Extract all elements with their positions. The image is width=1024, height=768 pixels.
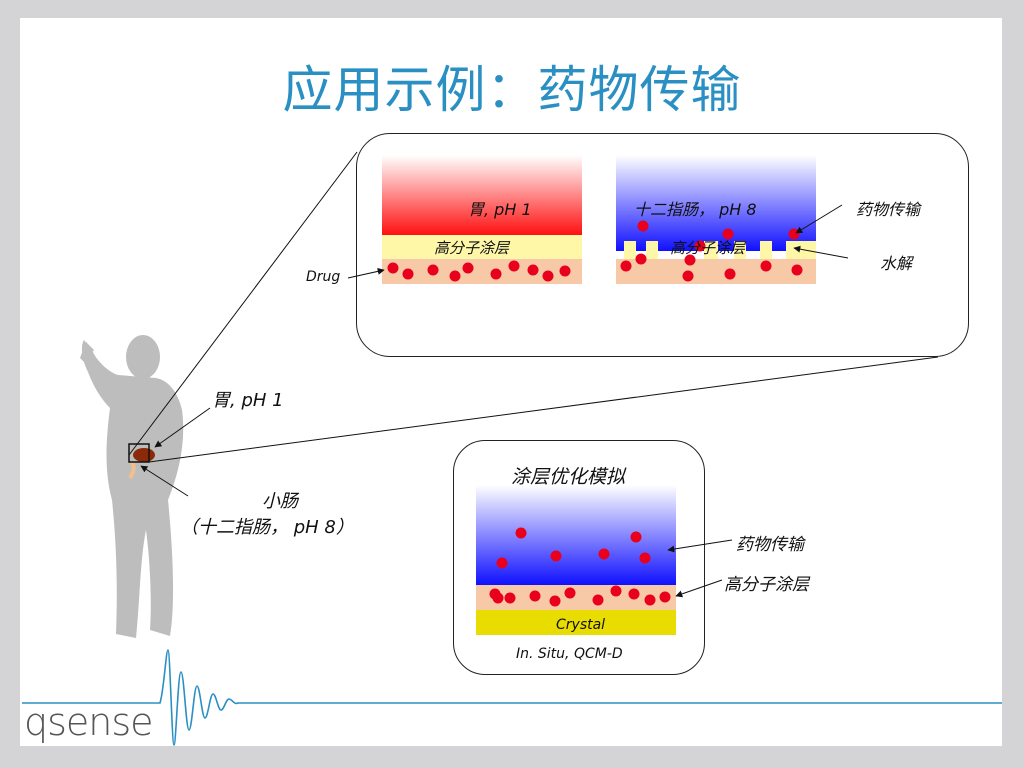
stomach-coating-layer bbox=[382, 235, 582, 259]
body-intestine-label-line1: 小肠 bbox=[262, 491, 298, 512]
drug-label: Drug bbox=[306, 269, 341, 285]
body-intestine-label-line2: （十二指肠， pH 8） bbox=[180, 517, 354, 538]
drug-particle bbox=[659, 591, 671, 603]
person-silhouette bbox=[80, 335, 184, 638]
drug-particle bbox=[639, 552, 651, 564]
arrow-stomach bbox=[154, 407, 211, 448]
drug-particle bbox=[682, 270, 694, 282]
stomach-acid-layer bbox=[382, 155, 582, 235]
drug-particle bbox=[492, 592, 504, 604]
drug-particle bbox=[788, 228, 800, 240]
crystal-layer bbox=[476, 610, 676, 635]
simulation-coating-label: 高分子涂层 bbox=[724, 575, 809, 595]
drug-particle bbox=[462, 262, 474, 274]
hydrolysis-label: 水解 bbox=[880, 254, 913, 273]
qsense-logo-text: qsense bbox=[24, 700, 154, 744]
simulation-drug-dots bbox=[489, 527, 671, 607]
drug-particle bbox=[490, 268, 502, 280]
drug-delivery-label-bottom: 药物传输 bbox=[736, 535, 804, 555]
drug-particle bbox=[635, 253, 647, 265]
drug-particle bbox=[529, 590, 541, 602]
drug-particle bbox=[504, 592, 516, 604]
slide-title: 应用示例：药物传输 bbox=[282, 61, 742, 119]
stomach-coating-label: 高分子涂层 bbox=[434, 239, 510, 257]
drug-particle bbox=[637, 220, 649, 232]
drug-delivery-label-top: 药物传输 bbox=[856, 200, 921, 219]
top-zoom-panel bbox=[356, 133, 969, 357]
drug-particle bbox=[427, 264, 439, 276]
drug-particle bbox=[724, 268, 736, 280]
drug-particle bbox=[684, 254, 696, 266]
drug-particle bbox=[598, 548, 610, 560]
drug-particle bbox=[402, 268, 414, 280]
drug-particle bbox=[644, 594, 656, 606]
drug-particle bbox=[515, 527, 527, 539]
drug-particle bbox=[387, 262, 399, 274]
organ-highlight bbox=[128, 443, 155, 479]
method-label: In. Situ, QCM-D bbox=[516, 646, 623, 662]
drug-particle bbox=[620, 260, 632, 272]
zoom-line-bottom bbox=[148, 356, 939, 463]
bottom-simulation-panel bbox=[453, 440, 705, 675]
arrow-drug-delivery-top bbox=[795, 204, 843, 234]
duodenum-fluid-layer bbox=[616, 155, 816, 251]
drug-particle bbox=[592, 594, 604, 606]
body-stomach-label: 胃, pH 1 bbox=[212, 390, 284, 411]
arrow-coating bbox=[675, 579, 723, 598]
drug-particle bbox=[610, 585, 622, 597]
simulation-fluid-layer bbox=[476, 485, 676, 585]
stomach-ph-label: 胃, pH 1 bbox=[468, 200, 532, 219]
arrow-drug-delivery-bottom bbox=[667, 539, 733, 553]
drug-particle bbox=[564, 587, 576, 599]
annotation-arrows bbox=[140, 204, 849, 598]
drug-particle bbox=[550, 550, 562, 562]
crystal-label: Crystal bbox=[556, 617, 606, 633]
duodenum-ph-label: 十二指肠， pH 8 bbox=[634, 200, 757, 219]
stomach-drug-dots bbox=[387, 260, 571, 282]
drug-particle bbox=[496, 557, 508, 569]
drug-particle bbox=[791, 264, 803, 276]
drug-particle bbox=[527, 264, 539, 276]
drug-particle bbox=[508, 260, 520, 272]
logo-waveform-icon bbox=[22, 649, 1002, 746]
drug-particle bbox=[559, 265, 571, 277]
drug-particle bbox=[722, 228, 734, 240]
drug-particle bbox=[449, 270, 461, 282]
drug-particle bbox=[760, 260, 772, 272]
duodenum-substrate-layer bbox=[616, 259, 816, 284]
drug-particle bbox=[542, 270, 554, 282]
simulation-title: 涂层优化模拟 bbox=[511, 466, 626, 488]
drug-particle bbox=[628, 588, 640, 600]
duodenum-coating-label: 高分子涂层 bbox=[670, 239, 746, 257]
duodenum-eroded-coating bbox=[624, 241, 816, 259]
drug-particle bbox=[630, 531, 642, 543]
zoom-line-top bbox=[128, 151, 358, 456]
drug-particle bbox=[549, 595, 561, 607]
arrow-drug bbox=[347, 267, 385, 279]
drug-particle bbox=[694, 240, 706, 252]
arrow-intestine bbox=[140, 465, 189, 497]
arrow-hydrolysis bbox=[793, 245, 849, 259]
